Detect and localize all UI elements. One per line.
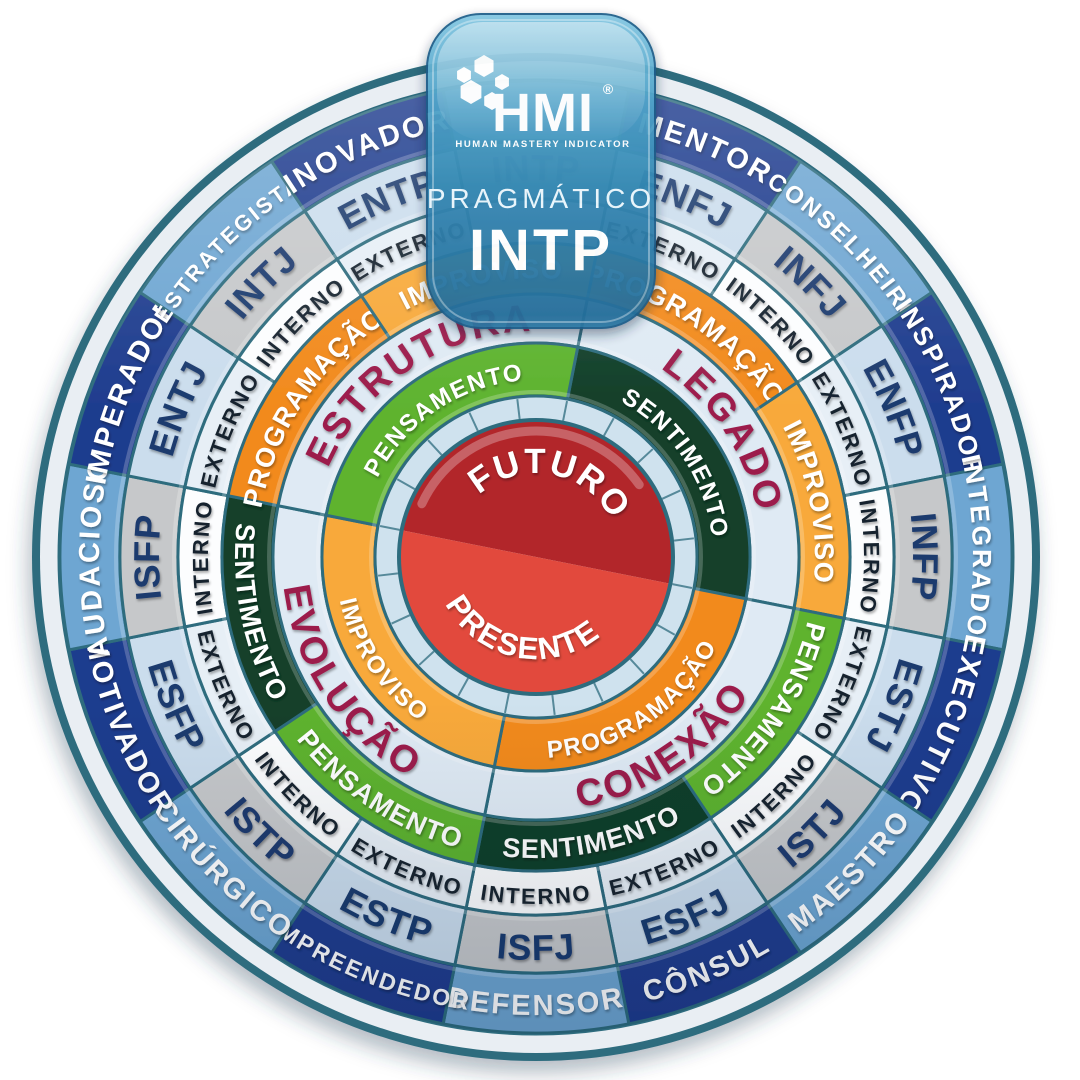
types-label-INFP: INFP: [903, 511, 947, 603]
hexagon-icon: [495, 74, 509, 90]
hexagon-icon: [460, 80, 482, 104]
hmi-hexagon-logo-icon: [457, 55, 509, 110]
hexagon-icon: [457, 67, 471, 83]
hexagon-icon: [474, 55, 494, 77]
badge-inner-rim: [432, 19, 650, 323]
badge-gloss: [437, 22, 645, 140]
registered-mark: ®: [603, 81, 614, 97]
orientation-label-INTERNO: INTERNO: [479, 880, 593, 909]
hmi-tagline: HUMAN MASTERY INDICATOR: [455, 139, 630, 150]
badge-type-code: INTP: [469, 218, 613, 283]
type-badge: HMI ® HUMAN MASTERY INDICATOR PRAGMÁTICO…: [426, 13, 656, 329]
hexagon-icon: [484, 92, 500, 110]
badge-type-descriptor: PRAGMÁTICO: [427, 183, 655, 214]
hmi-logo-text: HMI: [492, 83, 594, 143]
types-label-ISFJ: ISFJ: [495, 925, 576, 968]
